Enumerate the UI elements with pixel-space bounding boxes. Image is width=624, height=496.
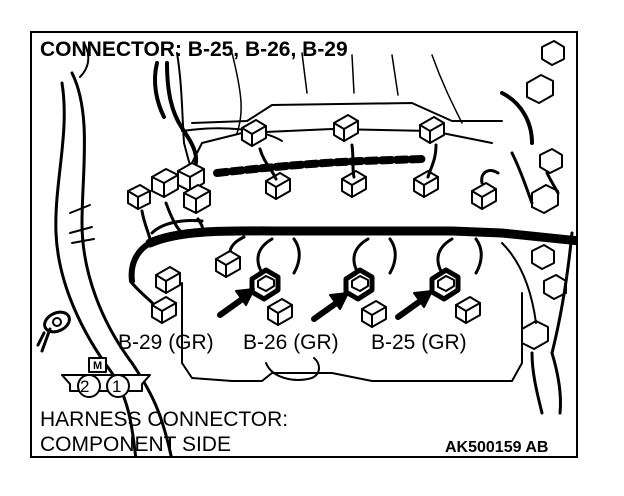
left-cluster-connectors [127,162,211,214]
harness-pin-2: 2 [80,377,90,396]
left-hose [54,42,173,456]
connector-label-b25: B-25 (GR) [371,331,467,354]
diagram-frame: CONNECTOR: B-25, B-26, B-29 B-29 (GR) B-… [30,31,578,458]
ground-terminal [36,310,71,353]
lower-small-wires [228,169,500,253]
upper-connectors [241,114,445,200]
upper-dashed-harness [181,127,426,177]
harness-pin-diagram [61,357,151,398]
figure-code: AK500159 AB [445,439,549,456]
arrow-b25 [395,290,433,320]
engine-block-outline [176,52,523,382]
harness-caption-line1: HARNESS CONNECTOR: [40,408,289,431]
harness-pin-1: 1 [112,377,122,396]
target-connector-b25 [429,237,483,302]
connector-label-b29: B-29 (GR) [118,331,214,354]
arrow-b26 [311,292,349,322]
lower-small-connectors [151,182,497,328]
connector-label-b26: B-26 (GR) [243,331,339,354]
upper-connector-wires [258,143,438,181]
harness-caption-line2: COMPONENT SIDE [40,433,231,456]
diagram-title: CONNECTOR: B-25, B-26, B-29 [40,38,348,61]
target-connector-b26 [343,237,397,302]
top-cable [153,61,199,175]
right-side-parts [500,40,574,415]
arrow-b29 [217,288,255,318]
target-connector-b29 [249,237,301,302]
harness-pin-tag: M [93,360,103,372]
engine-harness-illustration [36,40,576,456]
